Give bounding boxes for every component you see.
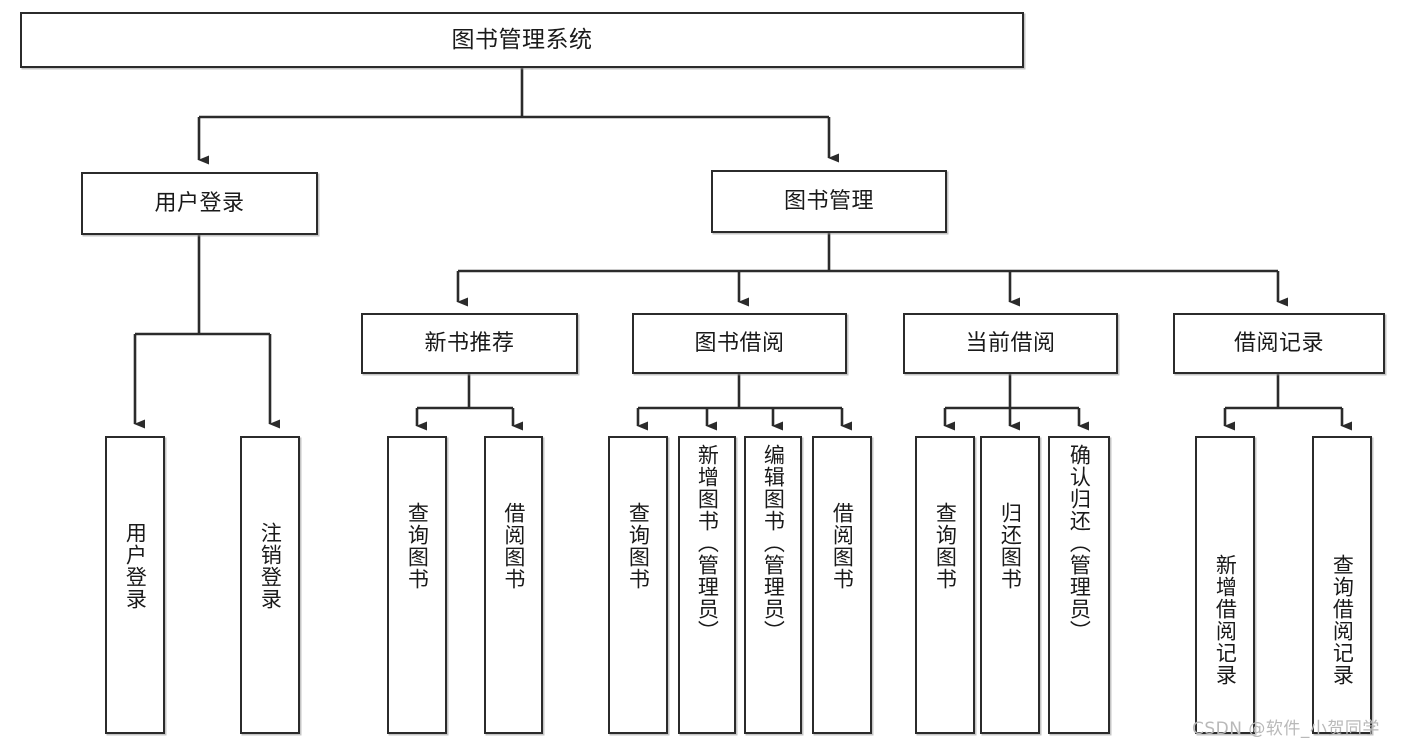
csdn-watermark: CSDN @软件_小贺同学 <box>1192 719 1380 739</box>
node-book-borrow[interactable]: 图书借阅 <box>632 313 847 374</box>
leaf-label: 查询借阅记录 <box>1330 554 1355 686</box>
leaf-label: 编辑图书（管理员） <box>761 444 786 642</box>
node-label: 图书借阅 <box>694 330 785 356</box>
node-user-login[interactable]: 用户登录 <box>81 172 318 235</box>
leaf-confirm-return-admin[interactable]: 确认归还（管理员） <box>1048 436 1110 734</box>
leaf-add-borrow-record[interactable]: 新增借阅记录 <box>1195 436 1255 734</box>
leaf-query-book-borrow[interactable]: 查询图书 <box>608 436 668 734</box>
node-label: 图书管理系统 <box>451 26 593 53</box>
leaf-borrow-book[interactable]: 借阅图书 <box>812 436 872 734</box>
leaf-label: 查询图书 <box>933 502 958 590</box>
node-new-book-recommend[interactable]: 新书推荐 <box>361 313 578 374</box>
leaf-edit-book-admin[interactable]: 编辑图书（管理员） <box>744 436 802 734</box>
node-label: 当前借阅 <box>965 330 1056 356</box>
leaf-label: 查询图书 <box>405 502 430 590</box>
leaf-return-book[interactable]: 归还图书 <box>980 436 1040 734</box>
node-label: 图书管理 <box>783 188 874 214</box>
node-book-management-system[interactable]: 图书管理系统 <box>20 12 1024 68</box>
leaf-label: 新增借阅记录 <box>1213 554 1238 686</box>
node-label: 新书推荐 <box>424 330 515 356</box>
leaf-label: 查询图书 <box>626 502 651 590</box>
node-label: 借阅记录 <box>1233 330 1324 356</box>
leaf-borrow-book-recommend[interactable]: 借阅图书 <box>484 436 543 734</box>
node-borrow-record[interactable]: 借阅记录 <box>1173 313 1385 374</box>
leaf-query-borrow-record[interactable]: 查询借阅记录 <box>1312 436 1372 734</box>
leaf-label: 借阅图书 <box>501 502 526 590</box>
leaf-label: 注销登录 <box>258 522 283 610</box>
leaf-label: 新增图书（管理员） <box>695 444 720 642</box>
leaf-logout-login[interactable]: 注销登录 <box>240 436 300 734</box>
leaf-label: 借阅图书 <box>830 502 855 590</box>
leaf-label: 确认归还（管理员） <box>1067 444 1092 642</box>
leaf-query-book-recommend[interactable]: 查询图书 <box>387 436 447 734</box>
node-label: 用户登录 <box>154 190 245 216</box>
leaf-query-book-current[interactable]: 查询图书 <box>915 436 975 734</box>
node-book-management[interactable]: 图书管理 <box>711 170 947 233</box>
leaf-add-book-admin[interactable]: 新增图书（管理员） <box>678 436 736 734</box>
node-current-borrow[interactable]: 当前借阅 <box>903 313 1118 374</box>
leaf-label: 用户登录 <box>123 522 148 610</box>
leaf-label: 归还图书 <box>998 502 1023 590</box>
leaf-user-login[interactable]: 用户登录 <box>105 436 165 734</box>
